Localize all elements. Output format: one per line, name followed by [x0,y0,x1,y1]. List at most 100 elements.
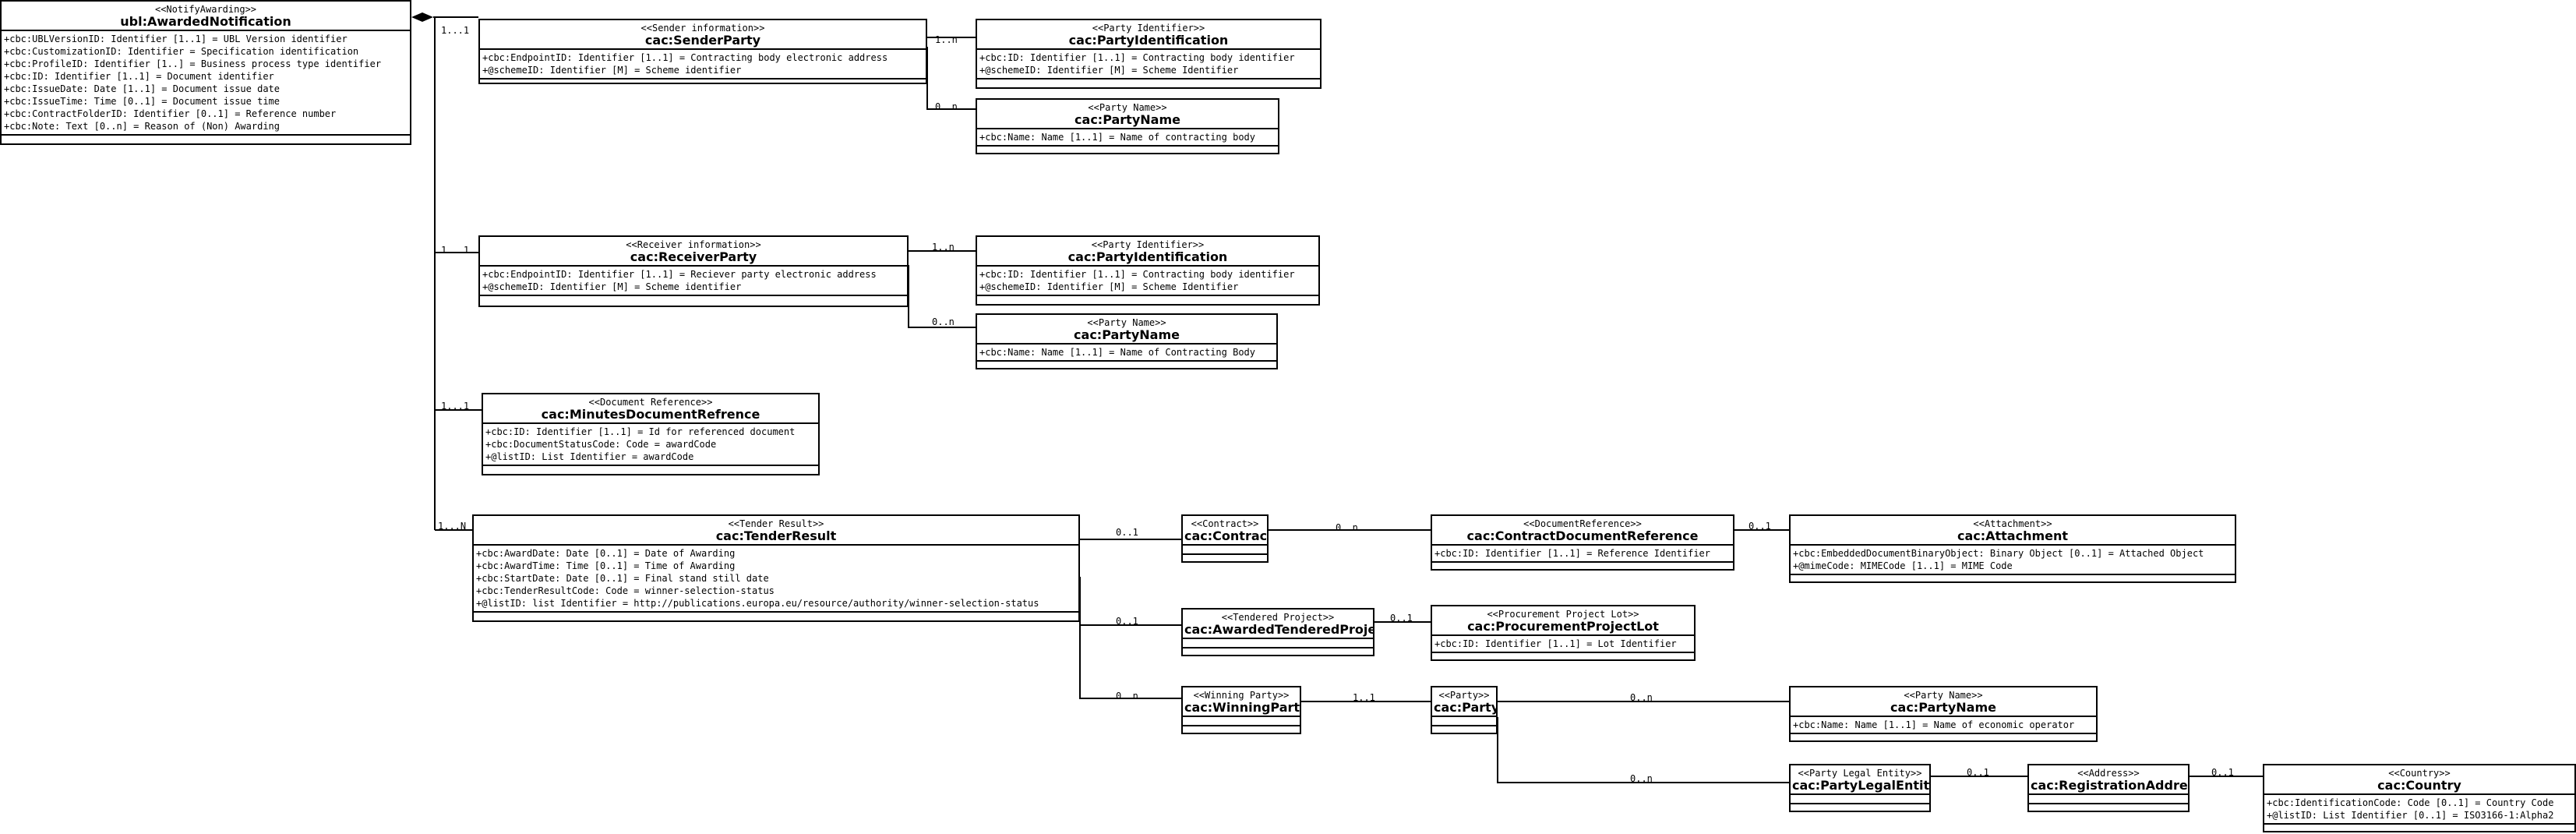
class-operations [1432,726,1496,730]
class-attributes: +cbc:ID: Identifier [1..1] = Reference I… [1432,546,1733,563]
class-name: cac:ContractDocumentReference [1466,528,1699,543]
class-attributes [1432,717,1496,726]
multiplicity-label: 1...N [438,521,467,532]
uml-class-sender-pid: <<Party Identifier>>cac:PartyIdentificat… [976,19,1322,89]
class-stereotype: <<Procurement Project Lot>> [1487,609,1639,620]
class-header: <<Party>>cac:Party [1432,687,1496,717]
class-name: cac:ProcurementProjectLot [1467,619,1659,634]
multiplicity-label: 1..n [935,34,958,45]
class-name: cac:PartyLegalEntity [1792,778,1929,793]
class-stereotype: <<Receiver information>> [626,239,761,250]
class-stereotype: <<Attachment>> [1973,518,2052,529]
multiplicity-label: 1...1 [441,25,470,36]
class-attributes: +cbc:EndpointID: Identifier [1..1] = Rec… [480,267,907,296]
uml-class-receiver: <<Receiver information>>cac:ReceiverPart… [478,235,909,307]
class-attribute: +cbc:DocumentStatusCode: Code = awardCod… [485,439,717,450]
uml-class-party: <<Party>>cac:Party [1431,686,1498,734]
class-stereotype: <<Address>> [2077,768,2140,779]
class-attributes: +cbc:AwardDate: Date [0..1] = Date of Aw… [474,546,1078,613]
multiplicity-label: 0..n [1336,522,1358,533]
class-header: <<Winning Party>>cac:WinningParty [1183,687,1300,717]
class-stereotype: <<DocumentReference>> [1523,518,1642,529]
class-attribute: +cbc:UBLVersionID: Identifier [1..1] = U… [4,34,348,44]
class-header: <<Receiver information>>cac:ReceiverPart… [480,237,907,267]
class-attribute: +cbc:Name: Name [1..1] = Name of contrac… [979,132,1256,143]
class-attribute: +cbc:ID: Identifier [1..1] = Contracting… [979,52,1295,63]
class-attribute: +cbc:ID: Identifier [1..1] = Contracting… [979,269,1295,280]
class-operations [977,147,1278,150]
multiplicity-label: 0..1 [1116,527,1138,538]
class-stereotype: <<Contract>> [1191,518,1259,529]
class-header: <<Attachment>>cac:Attachment [1791,516,2235,546]
uml-class-lot: <<Procurement Project Lot>>cac:Procureme… [1431,605,1696,661]
class-operations [2029,804,2188,807]
class-attribute: +cbc:AwardDate: Date [0..1] = Date of Aw… [476,548,736,559]
class-stereotype: <<Party>> [1438,690,1490,701]
class-stereotype: <<Party Name>> [1904,690,1983,701]
class-operations [977,296,1318,299]
class-stereotype: <<Tendered Project>> [1221,612,1335,623]
association-line [1079,592,1181,699]
class-operations [1183,726,1300,730]
class-stereotype: <<NotifyAwarding>> [154,4,257,15]
class-operations [483,466,818,469]
uml-class-sender: <<Sender information>>cac:SenderParty +cb… [478,19,927,84]
class-attribute: +cbc:Name: Name [1..1] = Name of Contrac… [979,347,1256,358]
class-attribute: +cbc:IssueTime: Time [0..1] = Document i… [4,96,281,107]
class-header: <<DocumentReference>>cac:ContractDocumen… [1432,516,1733,546]
class-attribute: +@schemeID: Identifier [M] = Scheme iden… [482,65,742,76]
class-operations [2264,825,2574,828]
class-header: <<Sender information>>cac:SenderParty [480,20,926,50]
class-name: cac:ReceiverParty [630,249,757,264]
multiplicity-label: 0..1 [2211,767,2234,778]
association-line [1497,717,1789,783]
uml-class-minutes: <<Document Reference>>cac:MinutesDocumen… [482,393,820,475]
class-operations [480,80,926,83]
uml-class-sender-pname: <<Party Name>>cac:PartyName +cbc:Name: Na… [976,98,1279,154]
multiplicity-label: 0..n [932,316,955,327]
class-name: cac:RegistrationAddress [2031,778,2188,793]
class-header: <<Party Identifier>>cac:PartyIdentificat… [977,237,1318,267]
uml-class-legal: <<Party Legal Entity>>cac:PartyLegalEnti… [1789,764,1931,812]
class-attribute: +@schemeID: Identifier [M] = Scheme Iden… [979,65,1239,76]
class-name: cac:TenderResult [715,528,837,543]
class-header: <<Party Identifier>>cac:PartyIdentificat… [977,20,1320,50]
class-header: <<Party Name>>cac:PartyName [977,315,1276,345]
class-header: <<Procurement Project Lot>>cac:Procureme… [1432,606,1694,636]
multiplicity-label: 1...1 [441,245,470,256]
class-header: <<Party Name>>cac:PartyName [977,100,1278,129]
class-stereotype: <<Document Reference>> [588,397,713,408]
class-stereotype: <<Country>> [2388,768,2451,779]
class-stereotype: <<Tender Result>> [728,518,824,529]
class-attributes: +cbc:ID: Identifier [1..1] = Contracting… [977,50,1320,80]
class-attribute: +cbc:EndpointID: Identifier [1..1] = Con… [482,52,888,63]
class-attribute: +cbc:ID: Identifier [1..1] = Reference I… [1434,548,1711,559]
class-attribute: +cbc:IssueDate: Date [1..1] = Document i… [4,83,281,94]
class-stereotype: <<Party Name>> [1088,102,1167,113]
class-attribute: +cbc:EndpointID: Identifier [1..1] = Rec… [482,269,877,280]
class-attributes: +cbc:EmbeddedDocumentBinaryObject: Binar… [1791,546,2235,575]
class-stereotype: <<Party Identifier>> [1091,239,1205,250]
multiplicity-label: 0..n [1116,691,1138,701]
class-stereotype: <<Party Identifier>> [1092,23,1205,34]
class-attributes [1183,546,1267,555]
class-name: cac:PartyIdentification [1068,33,1229,48]
class-name: cac:Attachment [1957,528,2069,543]
class-header: <<Tendered Project>>cac:AwardedTenderedP… [1183,610,1373,639]
class-name: cac:PartyName [1075,112,1180,127]
class-operations [1791,734,2096,737]
uml-class-contract: <<Contract>>cac:Contract [1181,514,1269,563]
class-attribute: +cbc:TenderResultCode: Code = winner-sel… [476,585,775,596]
multiplicity-label: 0..n [935,101,958,112]
class-operations [1791,575,2235,578]
class-header: <<Country>>cac:Country [2264,765,2574,795]
association-line [908,265,976,328]
class-attributes: +cbc:Name: Name [1..1] = Name of economi… [1791,717,2096,734]
class-attribute: +cbc:Name: Name [1..1] = Name of economi… [1793,719,2075,730]
class-name: cac:AwardedTenderedProject [1184,622,1373,637]
class-operations [1791,804,1929,807]
class-attributes: +cbc:ID: Identifier [1..1] = Lot Identif… [1432,636,1694,653]
class-attribute: +@listID: list Identifier = http://publi… [476,598,1039,609]
uml-class-tender: <<Tender Result>>cac:TenderResult +cbc:Aw… [472,514,1080,622]
